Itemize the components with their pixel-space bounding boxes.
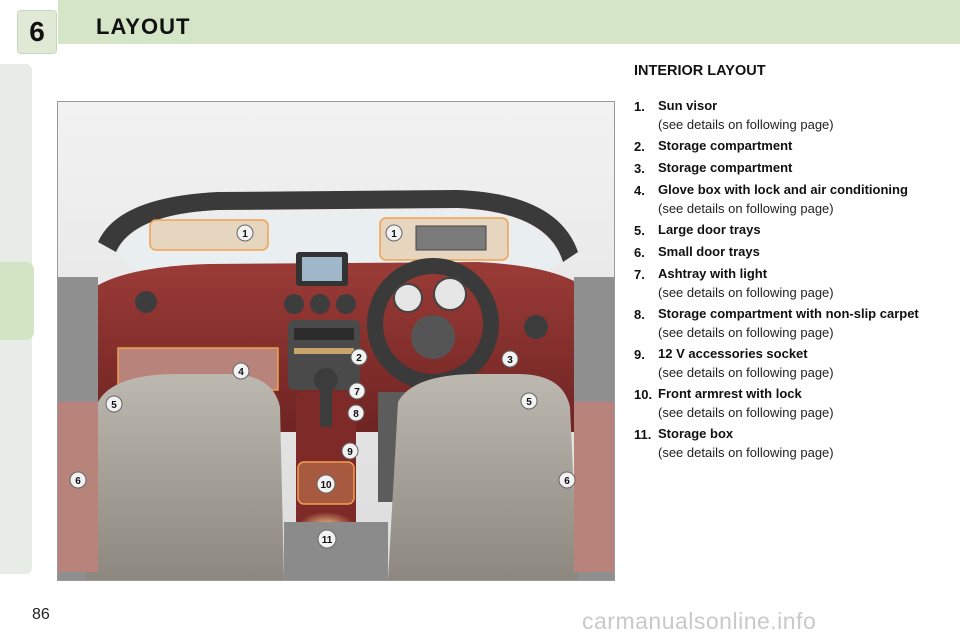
- legend-note: (see details on following page): [658, 365, 834, 380]
- legend-note: (see details on following page): [658, 201, 834, 216]
- svg-text:3: 3: [507, 355, 513, 366]
- legend-item: 9. 12 V accessories socket (see details on…: [634, 347, 924, 380]
- legend-note: (see details on following page): [658, 285, 834, 300]
- svg-text:9: 9: [347, 447, 353, 458]
- header-band: [58, 0, 960, 44]
- legend-item: 2. Storage compartment: [634, 139, 924, 154]
- legend-item: 11. Storage box (see details on following …: [634, 427, 924, 460]
- svg-text:5: 5: [526, 397, 532, 408]
- svg-text:4: 4: [238, 367, 244, 378]
- legend-number: 7.: [634, 267, 645, 282]
- callout-9: 9: [341, 442, 359, 460]
- watermark: carmanualsonline.info: [582, 608, 817, 634]
- svg-text:1: 1: [242, 229, 248, 240]
- callout-3: 3: [501, 350, 519, 368]
- legend-label: Storage compartment: [658, 160, 793, 175]
- legend-item: 10. Front armrest with lock (see details o…: [634, 387, 924, 420]
- interior-illustration: 1 1 2 3 4 5 5 6 6 7 8 9 10 11: [57, 101, 615, 581]
- legend-label: Storage compartment: [658, 138, 793, 153]
- legend-number: 11.: [634, 427, 652, 442]
- callout-6-left: 6: [69, 471, 87, 489]
- svg-text:6: 6: [75, 476, 81, 487]
- legend-item: 1. Sun visor (see details on following pag…: [634, 99, 924, 132]
- legend-number: 6.: [634, 245, 645, 260]
- chapter-badge: 6: [17, 10, 57, 54]
- section-heading: INTERIOR LAYOUT: [634, 63, 766, 79]
- legend-number: 2.: [634, 139, 645, 154]
- legend-number: 5.: [634, 223, 645, 238]
- legend-number: 3.: [634, 161, 645, 176]
- legend-note: (see details on following page): [658, 445, 834, 460]
- legend-note: (see details on following page): [658, 325, 834, 340]
- callout-4: 4: [232, 362, 250, 380]
- legend-note: (see details on following page): [658, 117, 834, 132]
- legend-item: 4. Glove box with lock and air conditioni…: [634, 183, 924, 216]
- callout-5-left: 5: [105, 395, 123, 413]
- legend-label: 12 V accessories socket: [658, 346, 808, 361]
- svg-text:6: 6: [564, 476, 570, 487]
- callout-11: 11: [317, 529, 337, 549]
- page-number: 86: [32, 606, 50, 623]
- legend-label: Storage box: [658, 426, 734, 441]
- legend-label: Front armrest with lock: [658, 386, 802, 401]
- legend-label: Ashtray with light: [658, 266, 768, 281]
- callout-1-left: 1: [236, 224, 254, 242]
- legend-number: 8.: [634, 307, 645, 322]
- callout-10: 10: [316, 474, 336, 494]
- legend-item: 7. Ashtray with light (see details on foll…: [634, 267, 924, 300]
- legend-label: Large door trays: [658, 222, 761, 237]
- callout-1-right: 1: [385, 224, 403, 242]
- side-tab-active[interactable]: [0, 262, 34, 340]
- sun-visor-left-shape: [149, 219, 269, 251]
- legend-item: 8. Storage compartment with non-slip carp…: [634, 307, 924, 340]
- callout-5-right: 5: [520, 392, 538, 410]
- legend-label: Small door trays: [658, 244, 760, 259]
- callout-8: 8: [347, 404, 365, 422]
- legend-number: 4.: [634, 183, 645, 198]
- legend-item: 3. Storage compartment: [634, 161, 924, 176]
- legend-label: Storage compartment with non-slip carpet: [658, 306, 919, 321]
- legend-item: 6. Small door trays: [634, 245, 924, 260]
- callout-7: 7: [348, 382, 366, 400]
- svg-text:8: 8: [353, 409, 359, 420]
- legend-note: (see details on following page): [658, 405, 834, 420]
- legend-number: 10.: [634, 387, 653, 402]
- legend-item: 5. Large door trays: [634, 223, 924, 238]
- callout-2: 2: [350, 348, 368, 366]
- legend-number: 9.: [634, 347, 645, 362]
- svg-text:2: 2: [356, 353, 362, 364]
- legend-label: Sun visor: [658, 98, 718, 113]
- svg-text:5: 5: [111, 400, 117, 411]
- legend-list: 1. Sun visor (see details on following pag…: [634, 99, 924, 467]
- page-title: LAYOUT: [96, 14, 191, 39]
- legend-label: Glove box with lock and air conditioning: [658, 182, 908, 197]
- legend-number: 1.: [634, 99, 645, 114]
- svg-text:10: 10: [320, 480, 332, 491]
- callout-6-right: 6: [558, 471, 576, 489]
- svg-text:7: 7: [354, 387, 360, 398]
- svg-text:11: 11: [322, 535, 333, 546]
- svg-text:1: 1: [391, 229, 397, 240]
